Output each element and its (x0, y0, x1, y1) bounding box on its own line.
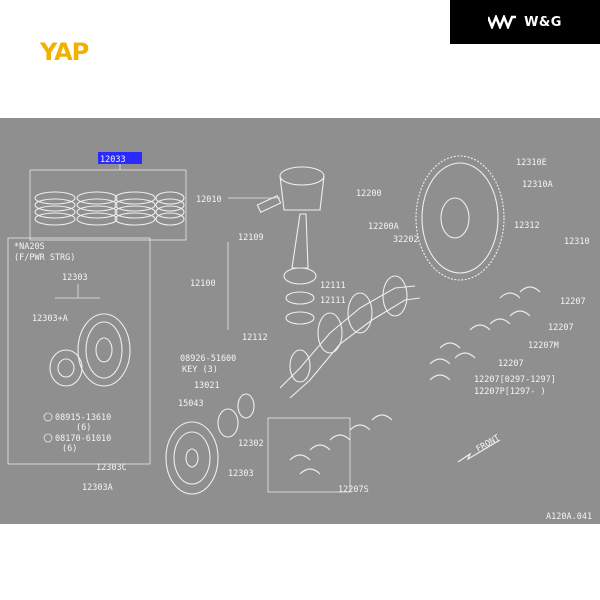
highlight-box[interactable] (98, 152, 142, 164)
label-12303a: 12303A (82, 483, 113, 493)
label-12207-c: 12207 (498, 359, 524, 369)
crankshaft (279, 275, 421, 399)
label-12207-b: 12207 (548, 323, 574, 333)
label-32202: 32202 (393, 235, 419, 245)
main-bearings (429, 286, 541, 381)
label-12302: 12302 (238, 439, 264, 449)
diagram-code: A120A.041 (546, 512, 592, 522)
flywheel (415, 155, 505, 281)
label-08926: 08926-51600 (180, 354, 236, 364)
highlight-label[interactable]: 12033 (100, 155, 126, 165)
piston-assembly (256, 166, 325, 325)
yap-logo: YAP (40, 38, 90, 66)
label-12303a-inset: 12303+A (32, 314, 68, 324)
svg-text:YAP: YAP (40, 38, 89, 66)
label-08915-qty: (6) (76, 423, 91, 433)
label-12112: 12112 (242, 333, 268, 343)
label-key: KEY (3) (182, 365, 218, 375)
label-12109: 12109 (238, 233, 264, 243)
label-12200: 12200 (356, 189, 382, 199)
label-12207s: 12207S (338, 485, 369, 495)
inset-title: *NA20S (14, 242, 45, 252)
inset-pulley (49, 313, 131, 387)
label-12303-b: 12303 (228, 469, 254, 479)
diagram-background (0, 118, 600, 524)
crank-pulley (165, 393, 255, 495)
brand-text: W&G (524, 14, 562, 30)
label-12303: 12303 (62, 273, 88, 283)
label-12207m: 12207M (528, 341, 559, 351)
engine-parts-diagram: 12033 *NA20S (F/PWR STRG) 12303 12303+A … (0, 118, 600, 524)
label-12207p: 12207P[1297- ) (474, 387, 546, 397)
front-arrow-icon (457, 439, 501, 463)
label-15043: 15043 (178, 399, 204, 409)
label-12310a: 12310A (522, 180, 553, 190)
label-12010: 12010 (196, 195, 222, 205)
label-12111-b: 12111 (320, 296, 346, 306)
inset-box (7, 237, 151, 465)
label-12100: 12100 (190, 279, 216, 289)
brand-mark-icon (488, 15, 517, 29)
inset-subtitle: (F/PWR STRG) (14, 253, 75, 263)
brand-badge: W&G (450, 0, 600, 44)
label-12310e: 12310E (516, 158, 547, 168)
label-12111-a: 12111 (320, 281, 346, 291)
rod-bearings (289, 414, 393, 475)
label-12207-a: 12207 (560, 297, 586, 307)
piston-rings (29, 164, 187, 241)
bearing-shells-box (267, 417, 351, 493)
label-12303c: 12303C (96, 463, 127, 473)
label-12200a: 12200A (368, 222, 399, 232)
label-08915: 08915-13610 (55, 413, 111, 423)
label-08170-qty: (6) (62, 444, 77, 454)
label-12207-dates: 12207[0297-1297] (474, 375, 556, 385)
label-12310: 12310 (564, 237, 590, 247)
label-08170: 08170-61010 (55, 434, 111, 444)
label-12312: 12312 (514, 221, 540, 231)
label-13021: 13021 (194, 381, 220, 391)
